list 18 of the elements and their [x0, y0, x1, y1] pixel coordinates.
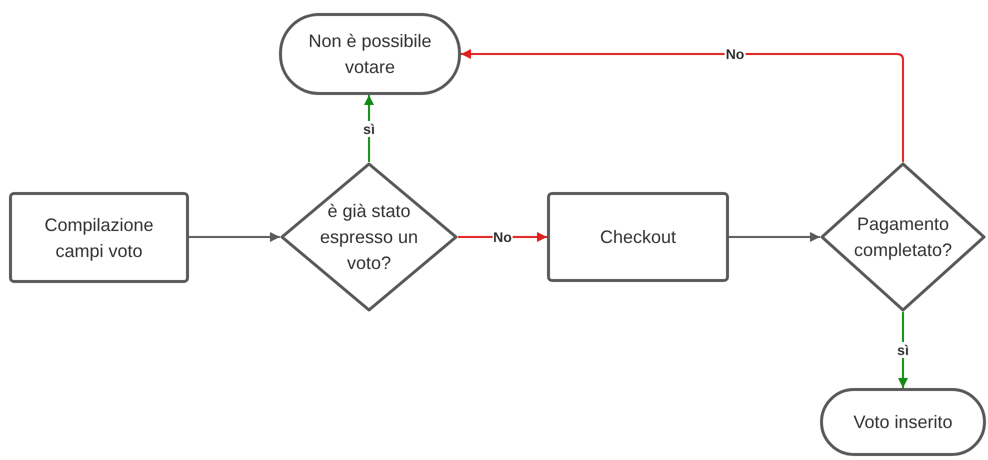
arrow [458, 232, 547, 242]
node-label: è già stato espresso un voto? [318, 200, 420, 275]
arrow [189, 232, 280, 242]
edge-label: No [724, 46, 746, 62]
arrow [461, 49, 904, 162]
node-label: Voto inserito [853, 411, 953, 434]
arrow [729, 232, 820, 242]
edge-label: sì [896, 342, 910, 358]
node-label: Pagamento completato? [852, 213, 954, 262]
node-label: Compilazione campi voto [43, 214, 155, 263]
process-box [9, 192, 189, 283]
arrow [898, 312, 908, 388]
process-box [547, 192, 729, 282]
arrow [364, 95, 374, 162]
edge-label: No [492, 229, 513, 245]
node-label: Non è possibile votare [307, 30, 433, 79]
edge-label: sì [362, 120, 376, 136]
node-label: Checkout [600, 226, 676, 249]
